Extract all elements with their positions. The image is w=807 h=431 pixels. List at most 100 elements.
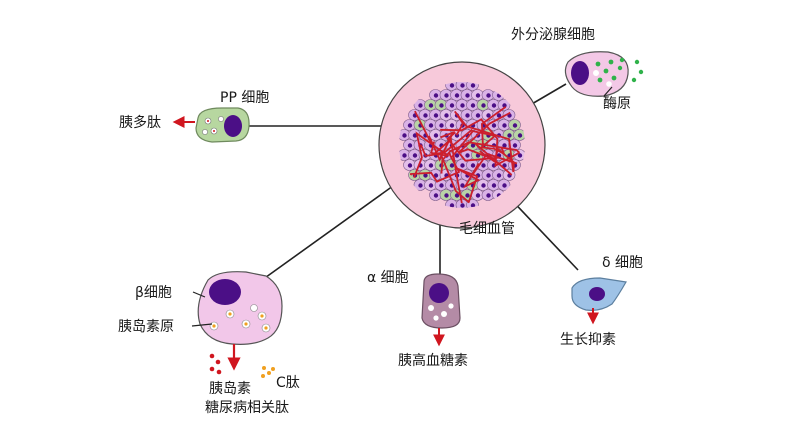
islet-cell-nucleus (491, 183, 497, 188)
islet-cell-nucleus (475, 93, 481, 98)
islet-cell-nucleus (444, 193, 449, 198)
islet-cell-nucleus (444, 113, 449, 118)
islet-cell-nucleus (418, 183, 423, 188)
capillary-vessel (413, 131, 449, 178)
alpha-cell: α 细胞 胰高血糖素 (367, 270, 468, 369)
exocrine-cell: 外分泌腺细胞 酶原 (511, 27, 644, 112)
label-capillary: 毛细血管 (459, 221, 515, 237)
islet-cell-nucleus (460, 183, 465, 188)
islet-cell-nucleus (402, 153, 407, 158)
islet-cell-nucleus (439, 183, 444, 188)
c-peptide-dots (261, 366, 275, 378)
label-alpha-cell: α 细胞 (367, 270, 409, 286)
islet-cell-nucleus (412, 153, 418, 158)
islet-cell-nucleus (454, 193, 460, 198)
islet-cell-nucleus (470, 143, 476, 148)
capillary-network (409, 106, 521, 204)
label-c-peptide: C肽 (276, 375, 300, 391)
islet-cell-nucleus (460, 83, 465, 88)
label-glucagon: 胰高血糖素 (398, 352, 468, 369)
islet-cell-nucleus (418, 103, 423, 108)
pp-cell-nucleus (224, 115, 242, 137)
islet-cell-nucleus (428, 183, 434, 188)
label-exocrine-cell: 外分泌腺细胞 (511, 27, 595, 43)
pancreatic-islet (378, 61, 546, 229)
islet-cell-nucleus (470, 83, 476, 88)
islet-cell-nucleus (423, 113, 428, 118)
islet-cell-nucleus (491, 123, 497, 128)
zymogen-granules (595, 57, 625, 83)
delta-cell-nucleus (589, 287, 605, 301)
islet-cell-nucleus (496, 113, 502, 118)
islet-cell-nucleus (433, 133, 439, 138)
beta-cell: β细胞 胰岛素原 胰岛素 C肽 糖尿病相关肽 (118, 271, 300, 416)
islet-cell-nucleus (512, 123, 518, 128)
islet-cell-nucleus (475, 113, 481, 118)
islet-cell-nucleus (460, 203, 465, 208)
label-somatostatin: 生长抑素 (560, 332, 616, 348)
islet-cell-nucleus (428, 123, 434, 128)
islet-cell-nucleus (454, 153, 460, 158)
islet-cell-nucleus (449, 123, 455, 128)
beta-cell-nucleus (209, 279, 241, 305)
islet-cell-nucleus (470, 203, 476, 208)
islet-cell-nucleus (502, 123, 507, 128)
islet-cell-nucleus (486, 193, 491, 198)
islet-cell-nucleus (502, 183, 507, 188)
label-insulin: 胰岛素 (209, 381, 251, 397)
pp-cell: PP 细胞 胰多肽 (119, 90, 269, 143)
islet-cell-nucleus (460, 103, 465, 108)
label-delta-cell: δ 细胞 (602, 255, 643, 271)
label-pp-cell: PP 细胞 (220, 90, 269, 106)
islet-cell-nucleus (439, 123, 444, 128)
islet-cell-nucleus (407, 163, 413, 168)
capillary-vessel (446, 131, 518, 165)
alpha-cell-nucleus (429, 283, 449, 303)
label-pancreatic-polypeptide: 胰多肽 (119, 114, 161, 131)
islet-cell-nucleus (428, 103, 434, 108)
islet-cell-nucleus (465, 193, 470, 198)
islet-cell-nucleus (433, 113, 439, 118)
islet-cell-nucleus (428, 163, 434, 168)
islet-cell-nucleus (491, 103, 497, 108)
islet-cell-nucleus (433, 193, 439, 198)
islet-cell-nucleus (449, 203, 455, 208)
exocrine-nucleus (571, 61, 589, 85)
islet-cell-nucleus (454, 133, 460, 138)
islet-cell-nucleus (402, 133, 407, 138)
islet-cell-nucleus (465, 113, 470, 118)
islet-cell-nucleus (465, 93, 470, 98)
islet-cell-nucleus (512, 143, 518, 148)
label-zymogen: 酶原 (603, 96, 631, 112)
islet-cell-nucleus (449, 103, 455, 108)
islet-cell-nucleus (465, 153, 470, 158)
capillary-vessel (414, 110, 455, 162)
islet-cell-nucleus (496, 173, 502, 178)
insulin-dots (209, 353, 222, 375)
capillary-vessel (450, 130, 513, 176)
islet-cell-nucleus (481, 103, 486, 108)
islet-cell-nucleus (444, 93, 449, 98)
islet-cell-nucleus (407, 123, 413, 128)
islet-cell-nucleus (460, 163, 465, 168)
islet-cell-nucleus (517, 153, 523, 158)
label-amylin: 糖尿病相关肽 (205, 400, 289, 416)
capillary-vessel (431, 128, 473, 204)
islet-cell-nucleus (502, 103, 507, 108)
capillary-vessel (456, 162, 481, 203)
islet-cell-nucleus (486, 173, 491, 178)
label-beta-cell: β细胞 (135, 285, 172, 301)
label-proinsulin: 胰岛素原 (118, 319, 174, 335)
islet-cell-nucleus (449, 163, 455, 168)
islet-cell-nucleus (502, 143, 507, 148)
islet-cell-nucleus (423, 173, 428, 178)
islet-cell-nucleus (481, 163, 486, 168)
islet-cell-nucleus (407, 143, 413, 148)
capillary-vessel (479, 147, 515, 172)
islet-cell-nucleus (486, 93, 491, 98)
insulin-granules (209, 304, 271, 333)
islet-cell-nucleus (449, 83, 455, 88)
islet-cell-nucleus (507, 133, 512, 138)
